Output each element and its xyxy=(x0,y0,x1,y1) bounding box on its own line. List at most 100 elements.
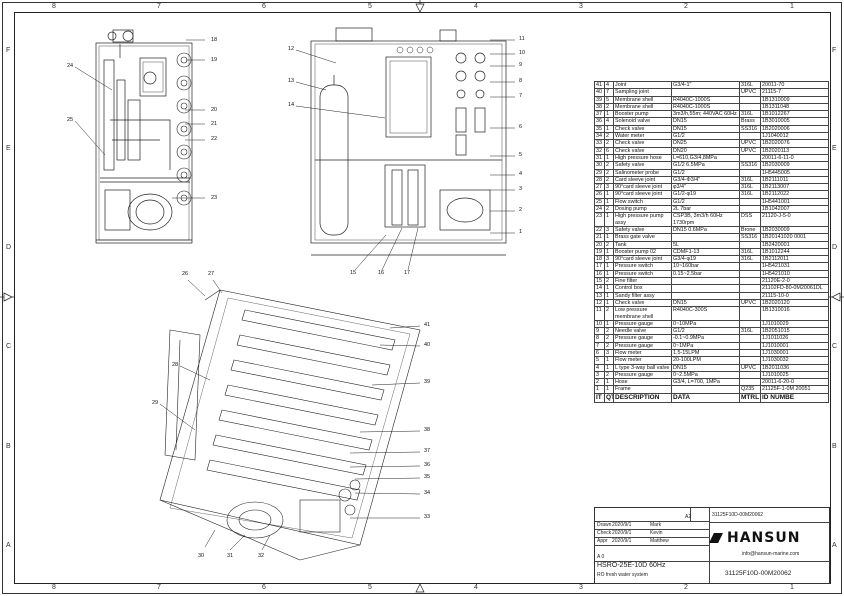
bom-cell-qt: 2 xyxy=(604,334,614,343)
model-name: HSRO-25E-10D 60Hz xyxy=(597,562,666,569)
bom-cell-id: 1B2111011 xyxy=(760,175,829,185)
callout: 4 xyxy=(519,171,523,177)
bom-cell-data: G1/2 xyxy=(671,327,740,336)
callout: 23 xyxy=(211,195,218,201)
bom-cell-data: 20-100LPM xyxy=(671,356,740,365)
bom-cell-it: 17 xyxy=(594,262,605,271)
approve-role: Appr xyxy=(597,538,608,544)
callout: 29 xyxy=(152,400,159,406)
system-description: RO fresh water system xyxy=(597,572,648,578)
bom-cell-it: 19 xyxy=(594,247,605,257)
callout: 9 xyxy=(519,62,523,68)
bom-cell-id: 20011-70 xyxy=(760,80,829,90)
bom-cell-data: G3/4-1" xyxy=(671,80,740,90)
bom-cell-id: 1B1012244 xyxy=(760,247,829,257)
bom-cell-it: 3 xyxy=(594,370,605,380)
bom-cell-qt: 7 xyxy=(604,88,614,97)
bom-cell-it: 41 xyxy=(594,80,605,90)
bom-cell-mtrl xyxy=(739,132,761,141)
callout: 17 xyxy=(404,270,411,276)
bom-cell-it: 29 xyxy=(594,168,605,177)
bom-cell-mtrl xyxy=(739,306,761,321)
bom-cell-description: Low pressure membrane shell xyxy=(613,306,672,321)
bom-cell-id: 1B2020120 xyxy=(760,298,829,308)
bom-cell-qt: 1 xyxy=(604,190,614,199)
bom-cell-description: High pressure hose xyxy=(613,153,672,163)
bom-cell-description: Pressure gauge xyxy=(613,319,672,329)
bom-cell-data: G1/2 6.5MPa xyxy=(671,161,740,170)
bom-cell-id: 1B2030009 xyxy=(760,161,829,170)
bom-cell-qt: 1 xyxy=(604,247,614,257)
bom-cell-it: 27 xyxy=(594,183,605,192)
bom-header-qt: QT xyxy=(604,392,614,403)
bom-cell-qt: 1 xyxy=(604,262,614,271)
bom-cell-qt: 2 xyxy=(604,139,614,148)
callout: 12 xyxy=(288,46,295,52)
bom-cell-qt: 1 xyxy=(604,212,614,227)
bom-cell-data xyxy=(671,291,740,300)
bom-cell-data: 2L 7bar xyxy=(671,205,740,214)
bom-cell-mtrl xyxy=(739,356,761,365)
bom-cell-id: 1B2011036 xyxy=(760,363,829,372)
bom-cell-mtrl: SS316 xyxy=(739,233,761,242)
isometric-view xyxy=(159,289,421,561)
bom-cell-mtrl xyxy=(739,262,761,271)
bom-cell-mtrl xyxy=(739,153,761,163)
bom-cell-data: G1/2 xyxy=(671,197,740,207)
bom-cell-description: Check valve xyxy=(613,124,672,134)
bom-cell-mtrl: 316L xyxy=(739,183,761,192)
front-view xyxy=(95,29,193,244)
bom-cell-qt: 1 xyxy=(604,269,614,279)
callout: 26 xyxy=(182,271,189,277)
bom-cell-qt: 2 xyxy=(604,132,614,141)
bom-cell-qt: 2 xyxy=(604,341,614,351)
bom-cell-id: 1B2030009 xyxy=(760,225,829,235)
bom-cell-data: G1/2-φ19 xyxy=(671,190,740,199)
bom-cell-it: 7 xyxy=(594,341,605,351)
bom-cell-data: 3m3/h,55m; 440VAC 60Hz xyxy=(671,110,740,119)
callout: 14 xyxy=(288,102,295,108)
bom-cell-data: DN25 xyxy=(671,139,740,148)
bom-header-mtrl: MTRL xyxy=(739,392,761,403)
zone-row-label: E xyxy=(832,145,837,152)
bom-cell-mtrl: Q235 xyxy=(739,385,761,394)
bom-cell-mtrl: UPVC xyxy=(739,139,761,148)
bom-cell-id: 1B2020006 xyxy=(760,124,829,134)
bom-cell-description: Control box xyxy=(613,284,672,293)
bom-cell-it: 38 xyxy=(594,102,605,112)
bom-cell-data xyxy=(671,284,740,293)
bom-cell-it: 34 xyxy=(594,132,605,141)
bom-cell-data xyxy=(671,233,740,242)
callout: 32 xyxy=(258,553,265,559)
sheet-size: A2 xyxy=(685,514,692,520)
bom-cell-it: 36 xyxy=(594,117,605,126)
bom-cell-id: 1J1011026 xyxy=(760,334,829,343)
bom-cell-mtrl: 316L xyxy=(739,190,761,199)
bom-cell-it: 35 xyxy=(594,124,605,134)
bom-cell-data: DN15 0.6MPa xyxy=(671,225,740,235)
bom-cell-qt: 2 xyxy=(604,240,614,249)
bom-cell-it: 39 xyxy=(594,95,605,104)
bom-cell-description: Fine filter xyxy=(613,276,672,286)
bom-cell-it: 24 xyxy=(594,205,605,214)
bom-cell-data xyxy=(671,385,740,394)
bom-cell-id: 1B2112011 xyxy=(760,255,829,264)
bom-cell-qt: 2 xyxy=(604,306,614,321)
bom-cell-mtrl: 316L xyxy=(739,80,761,90)
callout: 37 xyxy=(424,448,431,454)
bom-cell-qt: 2 xyxy=(604,276,614,286)
callout: 5 xyxy=(519,152,523,158)
